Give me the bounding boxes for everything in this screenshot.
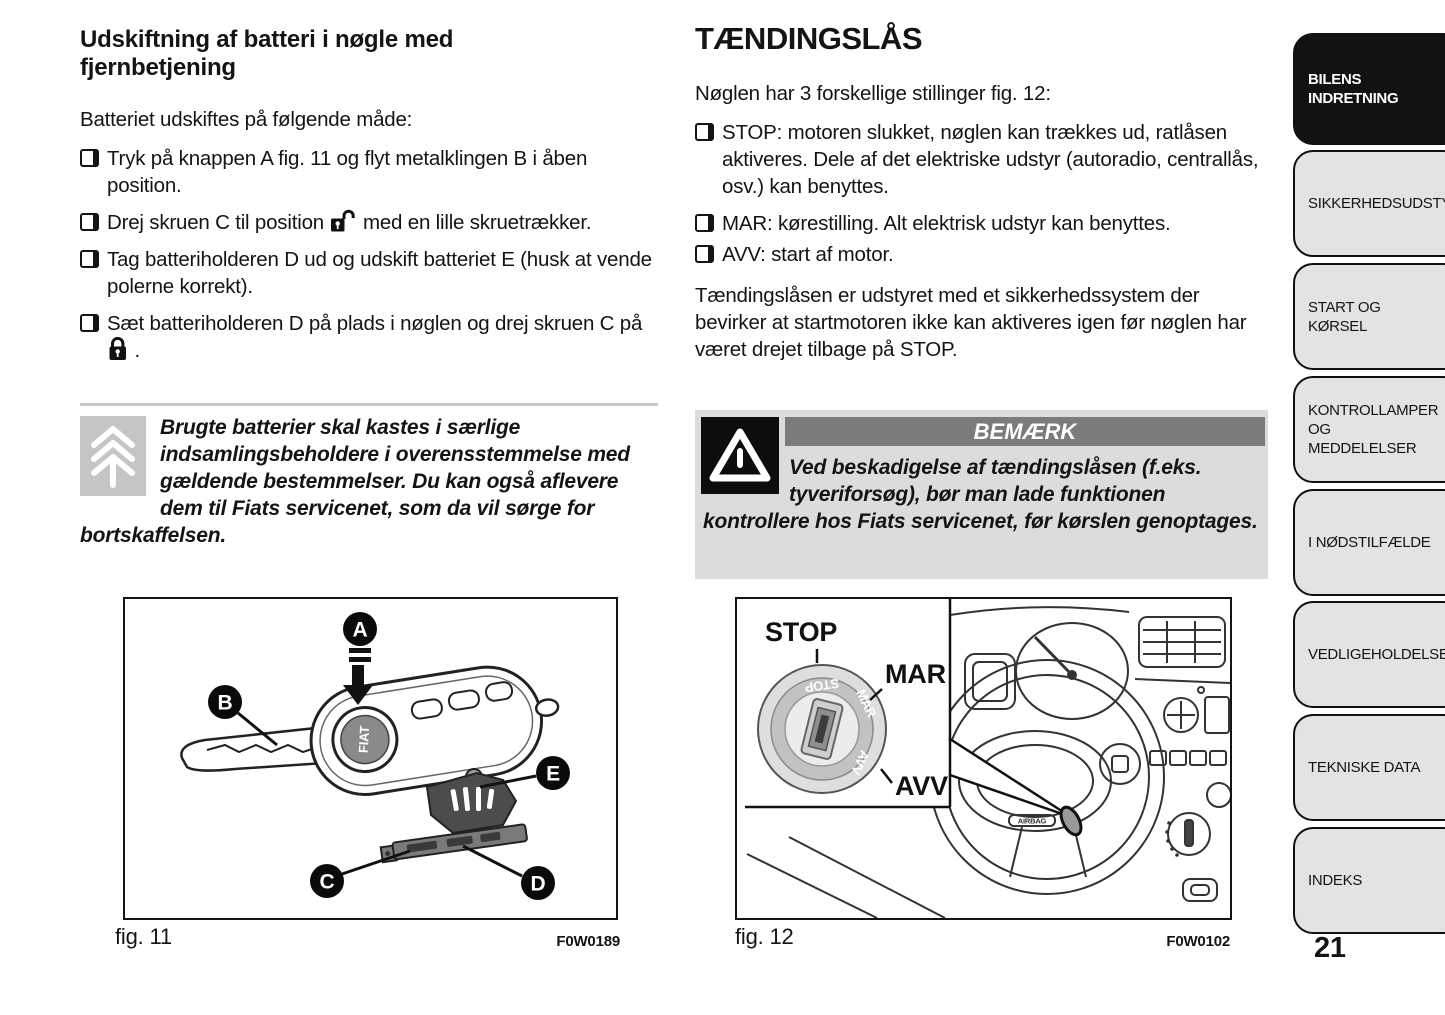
notice-text: Ved beskadigelse af tændingslåsen (f.eks… bbox=[703, 456, 1258, 533]
bullet-text: AVV: start af motor. bbox=[722, 243, 894, 266]
checkbox-bullet-icon bbox=[80, 213, 99, 231]
closed-lock-icon bbox=[109, 337, 126, 360]
tab-label: KONTROLLAMPER OG MEDDELELSER bbox=[1308, 402, 1439, 457]
fig11-label-e: E bbox=[546, 763, 560, 786]
checkbox-bullet-icon bbox=[695, 214, 714, 232]
checkbox-bullet-icon bbox=[695, 245, 714, 263]
figure-11-caption: fig. 11 F0W0189 bbox=[115, 924, 620, 950]
tab-label: INDEKS bbox=[1308, 872, 1363, 889]
safety-system-paragraph: Tændingslåsen er udstyret med et sikkerh… bbox=[695, 284, 1247, 361]
page-number: 21 bbox=[1314, 932, 1346, 964]
checkbox-bullet-icon bbox=[80, 314, 99, 332]
checkbox-bullet-icon bbox=[80, 149, 99, 167]
intro-text: Batteriet udskiftes på følgende måde: bbox=[80, 108, 413, 131]
bullet-text: STOP: motoren slukket, nøglen kan trække… bbox=[722, 121, 1259, 198]
fiat-logo: FIAT bbox=[356, 725, 372, 753]
bullet-text: Sæt batteriholderen D på plads i nøglen … bbox=[107, 312, 643, 335]
divider bbox=[80, 403, 658, 406]
bullet-text: Tryk på knappen A fig. 11 og flyt metalk… bbox=[107, 147, 588, 197]
tab-label: TEKNISKE DATA bbox=[1308, 759, 1421, 776]
figure-12-ignition-diagram: AIRBAG STOP MAR AVV bbox=[735, 597, 1232, 920]
sidebar-tab-i-nodstilfaelde[interactable]: I NØDSTILFÆLDE bbox=[1293, 489, 1445, 596]
fig12-label-mar: MAR bbox=[885, 659, 946, 689]
figure-11-key-diagram: FIAT bbox=[123, 597, 618, 920]
airbag-label: AIRBAG bbox=[1018, 817, 1047, 826]
checkbox-bullet-icon bbox=[80, 250, 99, 268]
dial-stop-text: STOP bbox=[803, 676, 840, 696]
section-heading-battery: Udskiftning af batteri i nøgle med fjern… bbox=[80, 26, 454, 81]
open-lock-icon bbox=[331, 209, 356, 232]
fig11-label-a: A bbox=[353, 619, 368, 642]
fig11-caption-text: fig. 11 bbox=[115, 924, 172, 949]
sidebar-tab-bilens-indretning[interactable]: BILENS INDRETNING bbox=[1293, 33, 1445, 145]
sidebar-tab-sikkerhedsudstyr[interactable]: SIKKERHEDSUDSTYR bbox=[1293, 150, 1445, 257]
list-item: Sæt batteriholderen D på plads i nøglen … bbox=[80, 310, 662, 364]
list-item: Tryk på knappen A fig. 11 og flyt metalk… bbox=[80, 145, 662, 199]
bullet-text: MAR: kørestilling. Alt elektrisk udstyr … bbox=[722, 212, 1171, 235]
list-item: Drej skruen C til position med en lille … bbox=[80, 209, 662, 236]
sidebar-tab-tekniske-data[interactable]: TEKNISKE DATA bbox=[1293, 714, 1445, 821]
fig11-code: F0W0189 bbox=[556, 933, 620, 950]
recycle-tree-icon bbox=[80, 416, 146, 496]
fig11-label-d: D bbox=[531, 873, 546, 896]
tab-label: VEDLIGEHOLDELSE bbox=[1308, 646, 1445, 663]
sidebar-tab-start-og-korsel[interactable]: START OG KØRSEL bbox=[1293, 263, 1445, 370]
battery-disposal-text: Brugte batterier skal kastes i særlige i… bbox=[80, 416, 630, 547]
right-column: TÆNDINGSLÅS Nøglen har 3 forskellige sti… bbox=[695, 22, 1270, 375]
list-item: Tag batteriholderen D ud og udskift batt… bbox=[80, 246, 662, 300]
sidebar-tab-kontrollamper[interactable]: KONTROLLAMPER OG MEDDELELSER bbox=[1293, 376, 1445, 483]
fig12-code: F0W0102 bbox=[1166, 933, 1230, 950]
fig12-label-stop: STOP bbox=[765, 617, 837, 647]
fig11-label-c: C bbox=[320, 871, 335, 894]
left-column: Udskiftning af batteri i nøgle med fjern… bbox=[80, 26, 662, 374]
list-item: STOP: motoren slukket, nøglen kan trække… bbox=[695, 119, 1270, 200]
fig12-caption-text: fig. 12 bbox=[735, 924, 794, 949]
battery-disposal-note: Brugte batterier skal kastes i særlige i… bbox=[80, 414, 666, 549]
bullet-text: Tag batteriholderen D ud og udskift batt… bbox=[107, 248, 652, 298]
sidebar-tab-vedligeholdelse[interactable]: VEDLIGEHOLDELSE bbox=[1293, 601, 1445, 708]
figure-12-caption: fig. 12 F0W0102 bbox=[735, 924, 1230, 950]
intro-text: Nøglen har 3 forskellige stillinger fig.… bbox=[695, 82, 1051, 105]
bullet-text: Drej skruen C til position bbox=[107, 211, 324, 234]
tab-label: I NØDSTILFÆLDE bbox=[1308, 534, 1431, 551]
notice-title: BEMÆRK bbox=[973, 418, 1077, 444]
section-heading-ignition: TÆNDINGSLÅS bbox=[695, 21, 923, 56]
tab-label: BILENS INDRETNING bbox=[1308, 71, 1399, 107]
notice-header: BEMÆRK bbox=[785, 417, 1265, 446]
sidebar-tab-indeks[interactable]: INDEKS bbox=[1293, 827, 1445, 934]
bullet-text: med en lille skruetrækker. bbox=[362, 211, 592, 234]
fig11-label-b: B bbox=[218, 692, 233, 715]
checkbox-bullet-icon bbox=[695, 123, 714, 141]
notice-box: BEMÆRK Ved beskadigelse af tændingslåsen… bbox=[695, 410, 1268, 579]
fig12-label-avv: AVV bbox=[895, 771, 948, 801]
tab-label: START OG KØRSEL bbox=[1308, 298, 1381, 335]
list-item: MAR: kørestilling. Alt elektrisk udstyr … bbox=[695, 210, 1270, 237]
tab-label: SIKKERHEDSUDSTYR bbox=[1308, 195, 1445, 212]
bullet-text: . bbox=[134, 339, 141, 362]
warning-triangle-icon bbox=[701, 417, 779, 494]
list-item: AVV: start af motor. bbox=[695, 241, 1270, 268]
